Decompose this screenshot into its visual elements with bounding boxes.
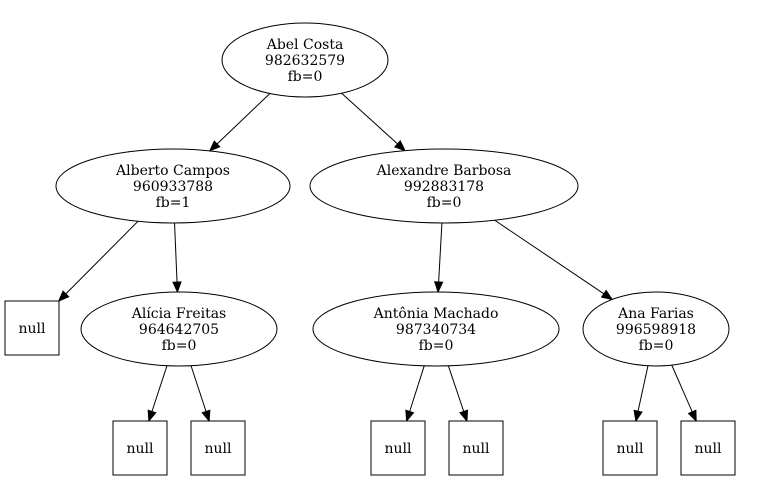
edge-line bbox=[151, 365, 168, 412]
null-node-null5: null bbox=[448, 420, 504, 476]
edge-alexandre-antonia bbox=[433, 222, 444, 294]
null-node-null2: null bbox=[112, 420, 168, 476]
null-label: null bbox=[205, 441, 233, 457]
node-ellipse bbox=[312, 291, 560, 367]
edge-layer bbox=[57, 92, 697, 423]
node-balance-factor: fb=1 bbox=[156, 195, 191, 211]
null-box bbox=[190, 420, 246, 476]
edge-line bbox=[174, 222, 178, 283]
edge-line bbox=[671, 364, 693, 413]
arrowhead bbox=[687, 409, 697, 423]
arrowhead bbox=[172, 281, 182, 294]
edge-ana-null7 bbox=[671, 364, 697, 423]
arrowhead bbox=[201, 409, 211, 423]
edge-alberto-null1 bbox=[57, 220, 139, 302]
arrowhead bbox=[208, 140, 221, 152]
node-name: Alberto Campos bbox=[115, 163, 230, 179]
node-ellipse bbox=[309, 148, 579, 224]
null-box bbox=[602, 420, 658, 476]
edge-line bbox=[637, 365, 649, 412]
node-name: Ana Farias bbox=[617, 306, 694, 322]
null-box bbox=[448, 420, 504, 476]
null-box bbox=[370, 420, 426, 476]
null-node-null6: null bbox=[602, 420, 658, 476]
null-label: null bbox=[127, 441, 155, 457]
edge-alicia-null3 bbox=[190, 365, 211, 423]
null-label: null bbox=[695, 441, 723, 457]
edge-line bbox=[216, 93, 271, 145]
node-phone: 987340734 bbox=[396, 322, 476, 338]
null-node-null3: null bbox=[190, 420, 246, 476]
edge-alexandre-ana bbox=[494, 219, 614, 301]
node-ellipse bbox=[221, 22, 389, 98]
edge-ana-null6 bbox=[633, 365, 649, 423]
arrowhead bbox=[633, 409, 643, 423]
arrowhead bbox=[405, 409, 415, 423]
node-balance-factor: fb=0 bbox=[427, 195, 462, 211]
null-box bbox=[4, 300, 60, 356]
node-phone: 982632579 bbox=[265, 53, 345, 69]
edge-line bbox=[341, 92, 398, 145]
arrowhead bbox=[57, 290, 70, 302]
arrowhead bbox=[433, 281, 444, 294]
node-name: Abel Costa bbox=[266, 37, 344, 53]
edge-line bbox=[409, 365, 425, 412]
null-node-null1: null bbox=[4, 300, 60, 356]
arrowhead bbox=[147, 409, 157, 423]
node-balance-factor: fb=0 bbox=[162, 338, 197, 354]
node-balance-factor: fb=0 bbox=[639, 338, 674, 354]
edge-line bbox=[438, 222, 443, 283]
null-label: null bbox=[463, 441, 491, 457]
edge-line bbox=[190, 365, 207, 412]
node-name: Antônia Machado bbox=[373, 306, 499, 322]
null-box bbox=[112, 420, 168, 476]
edge-abel-alexandre bbox=[341, 92, 406, 152]
null-label: null bbox=[617, 441, 645, 457]
arrowhead bbox=[393, 140, 406, 152]
edge-abel-alberto bbox=[208, 93, 271, 152]
null-node-null4: null bbox=[370, 420, 426, 476]
node-phone: 992883178 bbox=[404, 179, 484, 195]
edge-line bbox=[494, 219, 605, 295]
node-ellipse bbox=[55, 148, 291, 224]
node-ellipse bbox=[582, 291, 730, 367]
edge-line bbox=[447, 365, 465, 412]
edge-line bbox=[65, 220, 139, 295]
node-phone: 964642705 bbox=[139, 322, 219, 338]
null-node-null7: null bbox=[680, 420, 736, 476]
null-label: null bbox=[385, 441, 413, 457]
edge-alicia-null2 bbox=[147, 365, 168, 423]
edge-antonia-null5 bbox=[447, 365, 469, 423]
node-name: Alícia Freitas bbox=[131, 306, 227, 322]
node-phone: 996598918 bbox=[616, 322, 696, 338]
node-name: Alexandre Barbosa bbox=[376, 163, 512, 179]
null-box bbox=[680, 420, 736, 476]
edge-alberto-alicia bbox=[172, 222, 182, 294]
arrowhead bbox=[459, 409, 469, 423]
node-ellipse bbox=[80, 291, 278, 367]
null-label: null bbox=[19, 321, 47, 337]
node-balance-factor: fb=0 bbox=[288, 69, 323, 85]
arrowhead bbox=[600, 289, 614, 301]
edge-antonia-null4 bbox=[405, 365, 425, 423]
node-phone: 960933788 bbox=[133, 179, 213, 195]
node-balance-factor: fb=0 bbox=[419, 338, 454, 354]
